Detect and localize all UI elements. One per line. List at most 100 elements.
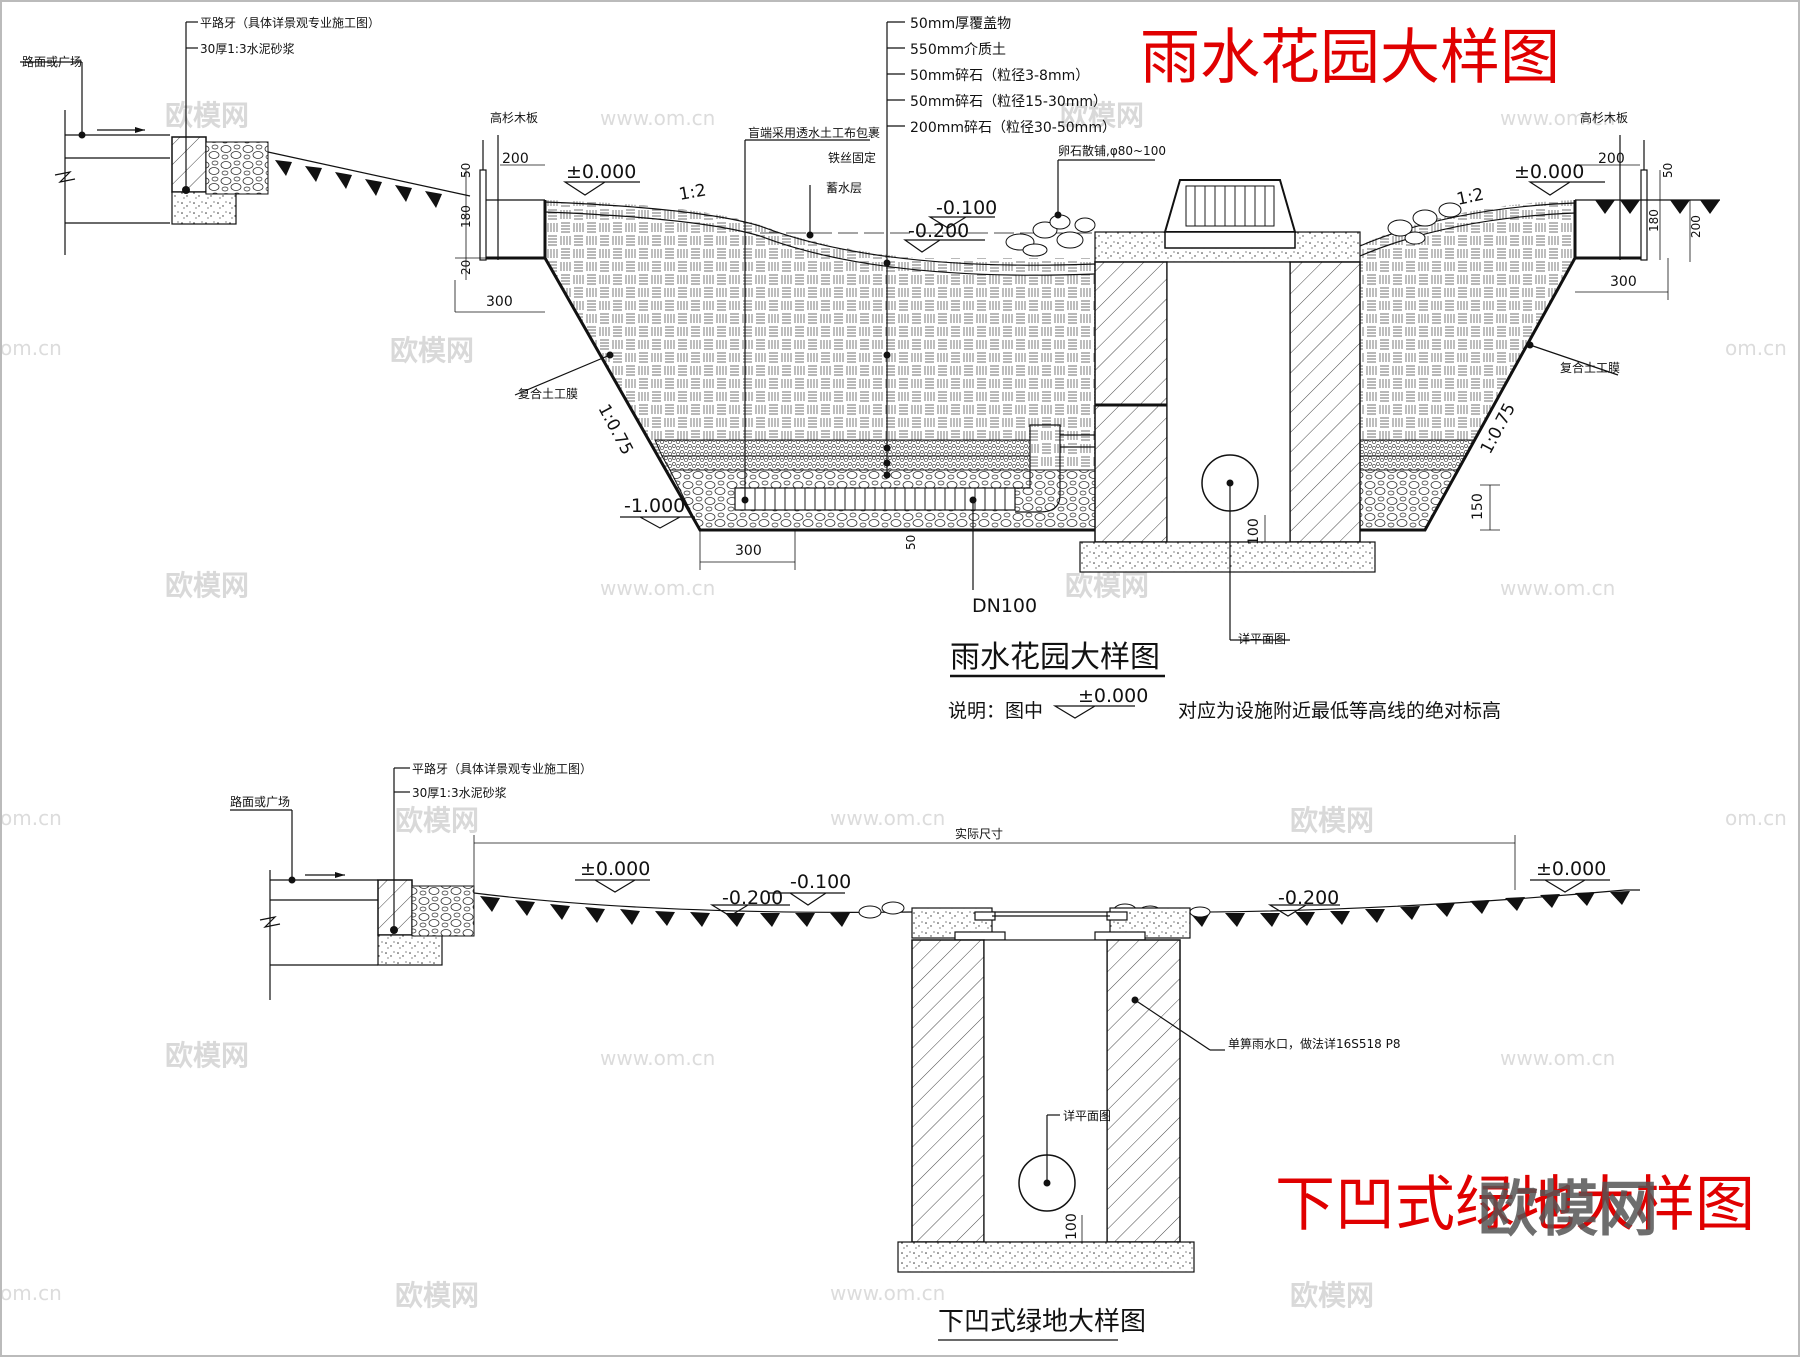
actual-size-dimension — [473, 835, 1516, 890]
sunken-ground-hatch — [480, 891, 1630, 927]
wood-board-right — [1640, 140, 1648, 261]
road-slab-bottom — [230, 809, 378, 1000]
dim-300-left: 300 — [486, 294, 513, 310]
road-label: 路面或广场 — [22, 54, 82, 69]
ground-hatch — [275, 160, 1720, 214]
inlet-well — [1005, 179, 1462, 573]
dim-150: 150 — [1470, 493, 1486, 520]
board-label-right: 高杉木板 — [1580, 110, 1628, 125]
sunken-greenland-red-title: 下凹式绿地大样图 — [1275, 1170, 1755, 1240]
watermark-url: www.om.cn — [1500, 576, 1615, 600]
pipe-label: DN100 — [972, 595, 1037, 617]
curb — [171, 136, 269, 225]
elevation-minus-100: -0.100 — [936, 197, 997, 219]
blind-end-label: 盲端采用透水土工布包裹 — [748, 125, 880, 140]
watermark-brand: 欧模网 — [1290, 1279, 1374, 1312]
sunken-elevation-right: ±0.000 — [1536, 858, 1606, 880]
watermark-url: om.cn — [1725, 806, 1787, 830]
watermark-url: om.cn — [1725, 336, 1787, 360]
rain-garden-section: 路面或广场 平路牙（具体详景观专业施工图） 30厚1:3水泥砂浆 50mm厚覆盖… — [20, 15, 1720, 722]
approach-slope — [267, 151, 471, 197]
watermark-brand: 欧模网 — [395, 1279, 479, 1312]
watermark-brand-large: 欧模网 — [1478, 1175, 1658, 1245]
watermark-brand: 欧模网 — [165, 99, 249, 132]
layer-label-5: 200mm碎石（粒径30-50mm） — [910, 120, 1116, 136]
dim-300-bottom: 300 — [735, 543, 762, 559]
watermark-brand: 欧模网 — [165, 569, 249, 602]
layer-label-3: 50mm碎石（粒径3-8mm） — [910, 68, 1089, 84]
sunken-detail-plan-label: 详平面图 — [1063, 1108, 1111, 1123]
sunken-inlet-well — [897, 907, 1225, 1273]
watermark-brand: 欧模网 — [1065, 569, 1149, 602]
sunken-road-label: 路面或广场 — [230, 794, 290, 809]
sunken-elevation-left: ±0.000 — [580, 858, 650, 880]
watermark-brand: 欧模网 — [390, 334, 474, 367]
curb-label: 平路牙（具体详景观专业施工图） — [200, 15, 380, 30]
layer-label-4: 50mm碎石（粒径15-30mm） — [910, 94, 1107, 110]
watermark-brand: 欧模网 — [395, 804, 479, 837]
road-slab — [54, 110, 170, 255]
layer-label-1: 50mm厚覆盖物 — [910, 16, 1011, 32]
watermark-brand: 欧模网 — [1060, 99, 1144, 132]
rain-garden-red-title: 雨水花园大样图 — [1140, 23, 1560, 93]
basin — [486, 199, 1720, 532]
elevation-right: ±0.000 — [1514, 161, 1584, 183]
dim-180-right: 180 — [1647, 209, 1661, 232]
note-elevation: ±0.000 — [1078, 685, 1148, 707]
watermark-url: www.om.cn — [1500, 1046, 1615, 1070]
dim-200-left: 200 — [502, 151, 529, 167]
wire-fix-label: 铁丝固定 — [828, 150, 876, 165]
mortar-label: 30厚1:3水泥砂浆 — [200, 41, 295, 56]
dim-50-small: 50 — [904, 535, 918, 550]
watermark-url: www.om.cn — [1500, 106, 1615, 130]
watermark-url: www.om.cn — [830, 1281, 945, 1305]
elevation-markers — [562, 181, 1605, 529]
watermark-url: om.cn — [0, 336, 62, 360]
leader-dots — [78, 131, 1534, 504]
dim-200v-right: 200 — [1689, 215, 1703, 238]
watermark-brand: 欧模网 — [165, 1039, 249, 1072]
elevation-minus-1000: -1.000 — [624, 495, 685, 517]
note-elevation-marker — [1052, 705, 1135, 719]
sunken-mortar-label: 30厚1:3水泥砂浆 — [412, 785, 507, 800]
note-prefix: 说明：图中 — [948, 700, 1043, 722]
elevation-minus-200: -0.200 — [908, 220, 969, 242]
elevation-left: ±0.000 — [566, 161, 636, 183]
dimension-lines — [454, 164, 1691, 570]
watermark-url: www.om.cn — [600, 576, 715, 600]
sunken-curb-label: 平路牙（具体详景观专业施工图） — [412, 761, 592, 776]
sunken-ground-line — [473, 889, 1640, 913]
pebble-label: 卵石散铺,φ80~100 — [1058, 143, 1166, 158]
dim-180-left: 180 — [459, 205, 473, 228]
watermark-url: www.om.cn — [600, 106, 715, 130]
sunken-elevation-markers — [575, 879, 1610, 917]
wood-board-left — [479, 140, 487, 261]
watermark-url: om.cn — [0, 1281, 62, 1305]
watermark-url: om.cn — [0, 806, 62, 830]
watermark-brand: 欧模网 — [1290, 804, 1374, 837]
note-suffix: 对应为设施附近最低等高线的绝对标高 — [1178, 700, 1501, 722]
watermarks: 欧模网 www.om.cn 欧模网 www.om.cn om.cn 欧模网 欧模… — [0, 99, 1787, 1312]
sunken-elevation-minus-200-left: -0.200 — [722, 887, 783, 909]
dim-200-right: 200 — [1598, 151, 1625, 167]
membrane-label-right: 复合土工膜 — [1560, 360, 1620, 375]
dim-20-left: 20 — [459, 260, 473, 275]
sunken-greenland-subtitle: 下凹式绿地大样图 — [938, 1307, 1146, 1337]
slope-top-right: 1:2 — [1455, 185, 1486, 210]
watermark-url: www.om.cn — [830, 806, 945, 830]
sunken-dim-100: 100 — [1064, 1213, 1080, 1240]
storage-layer-label: 蓄水层 — [826, 181, 862, 195]
rain-garden-subtitle: 雨水花园大样图 — [950, 640, 1160, 675]
board-label-left: 高杉木板 — [490, 110, 538, 125]
dim-300-right: 300 — [1610, 274, 1637, 290]
sunken-elevation-minus-100: -0.100 — [790, 871, 851, 893]
watermark-url: www.om.cn — [600, 1046, 715, 1070]
membrane-label-left: 复合土工膜 — [518, 386, 578, 401]
leader-lines — [20, 21, 1621, 641]
rain-garden-labels: 路面或广场 平路牙（具体详景观专业施工图） 30厚1:3水泥砂浆 50mm厚覆盖… — [22, 15, 1703, 646]
inlet-label: 单箅雨水口，做法详16S518 P8 — [1228, 1036, 1400, 1051]
slope-top-left: 1:2 — [677, 180, 707, 204]
sunken-elevation-minus-200-right: -0.200 — [1278, 887, 1339, 909]
